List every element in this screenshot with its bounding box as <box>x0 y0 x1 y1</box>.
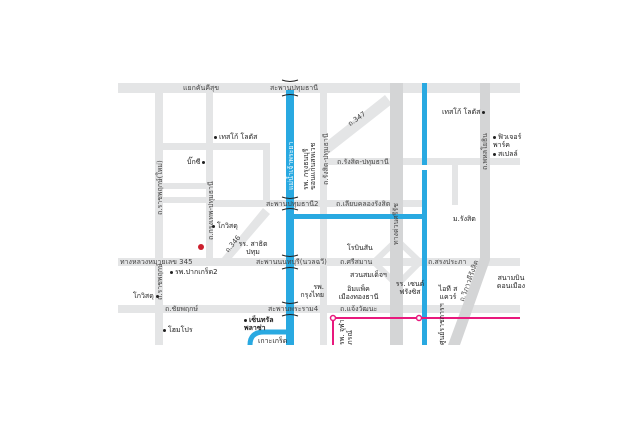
label-bridge: สะพานพระราม4 <box>268 305 319 313</box>
road-h2 <box>163 183 206 189</box>
road-chaiyaphruek <box>118 305 520 313</box>
road-top <box>118 83 520 93</box>
label-road: ถ.เลียบคลองรังสิต <box>336 200 391 208</box>
place-impact: อิมแพ็ค เมืองทองธานี <box>338 285 379 301</box>
label-road: ถ.แจ้งวัฒนะ <box>340 305 378 313</box>
road-ratchaphruek <box>155 93 163 345</box>
place-rangsit-university: ม.รังสิต <box>453 215 476 223</box>
label-road: ถ.สรงประภา <box>428 258 467 266</box>
station-icon <box>329 314 337 322</box>
label-road: ถ.กรุงเทพ-ปทุมธานี <box>207 181 215 240</box>
road-v1 <box>263 143 270 203</box>
road-bangkok-pathum <box>206 93 213 263</box>
label-road: ถ.ชัยพฤกษ์ <box>165 305 199 313</box>
label-bridge: สะพานปทุมธานี2 <box>266 200 319 208</box>
place-bigc: บิ๊กซี <box>187 158 205 166</box>
place-tesco: เทสโก้ โลตัส <box>442 108 485 116</box>
place-hospital: รพ. กรุงไทย <box>300 283 324 299</box>
place-future-park: ฟิวเจอร์ พาร์ค <box>493 133 522 149</box>
road-346 <box>222 208 270 258</box>
label-road: ถ.ราชพฤกษ์(ใหม่) <box>156 160 164 215</box>
station-icon <box>415 314 423 322</box>
place-it-square: ไอที สแควร์ <box>438 285 458 301</box>
label-road: ถ.รังสิต-ปทุมธานี <box>322 133 330 185</box>
label-road: ทางหลวงหมายเลข 345 <box>120 258 193 266</box>
label-road: ถ.ศรีสมาน <box>340 258 373 266</box>
road-liap-khlong <box>213 200 423 207</box>
road-h1 <box>163 143 270 150</box>
place-hospital: รพ. กรุงธนบุรี ขอนแก่นสหเวช <box>302 142 317 190</box>
road-347 <box>322 95 392 155</box>
road-v3 <box>452 165 458 205</box>
label-road: ถ.รังสิต-ปทุมธานี <box>337 158 389 166</box>
location-marker-icon <box>198 244 204 250</box>
label-road: ทางด่วนศรีรัช <box>392 203 400 245</box>
place-school: รร. สาธิตปทุม <box>238 240 268 256</box>
place-don-mueang-airport: สนามบิน ดอนเมือง <box>496 274 526 290</box>
place-hospital: รพ. จุฬาภรณ์ <box>338 319 354 345</box>
place-central: เซ็นทรัล พลาซ่า <box>244 316 284 332</box>
label-junction: แยกคันคีสุข <box>183 84 220 92</box>
road-345 <box>118 258 520 266</box>
place-kowit: โกวิสดุ <box>133 292 159 300</box>
road-rangsit-pathum <box>322 158 520 165</box>
place-homepro: โฮมโปร <box>163 326 193 334</box>
road-phahonyothin <box>448 83 490 345</box>
place-spell: สเปลล์ <box>493 150 518 158</box>
road-h3 <box>163 197 206 203</box>
river-branch <box>247 329 290 346</box>
place-tesco: เทสโก้ โลตัส <box>214 133 257 141</box>
label-bridge: สะพานนนทบุรี(นวลฉวี) <box>256 258 327 266</box>
place-government-center: ศูนย์ราชการฯ <box>438 303 446 345</box>
place-school: รร. เซนต์ฟรังซิส <box>395 280 425 296</box>
label-river: แม่น้ำเจ้าพระยา <box>287 141 295 190</box>
place-kowit: โกวิสดุ <box>212 222 238 230</box>
canal <box>294 214 422 219</box>
label-road: ถ.พหลโยธิน <box>481 133 489 170</box>
canal-v1 <box>422 83 427 165</box>
place-koh-kret: เกาะเกร็ด <box>258 337 288 345</box>
place-robinson: โรบินสัน <box>347 244 373 252</box>
place-park: สวนสมเด็จฯ <box>350 271 387 279</box>
river <box>286 90 294 345</box>
canal-v2 <box>422 170 427 345</box>
label-bridge: สะพานปทุมธานี <box>270 84 319 92</box>
place-hospital: รพ.ปากเกร็ด2 <box>170 268 218 276</box>
